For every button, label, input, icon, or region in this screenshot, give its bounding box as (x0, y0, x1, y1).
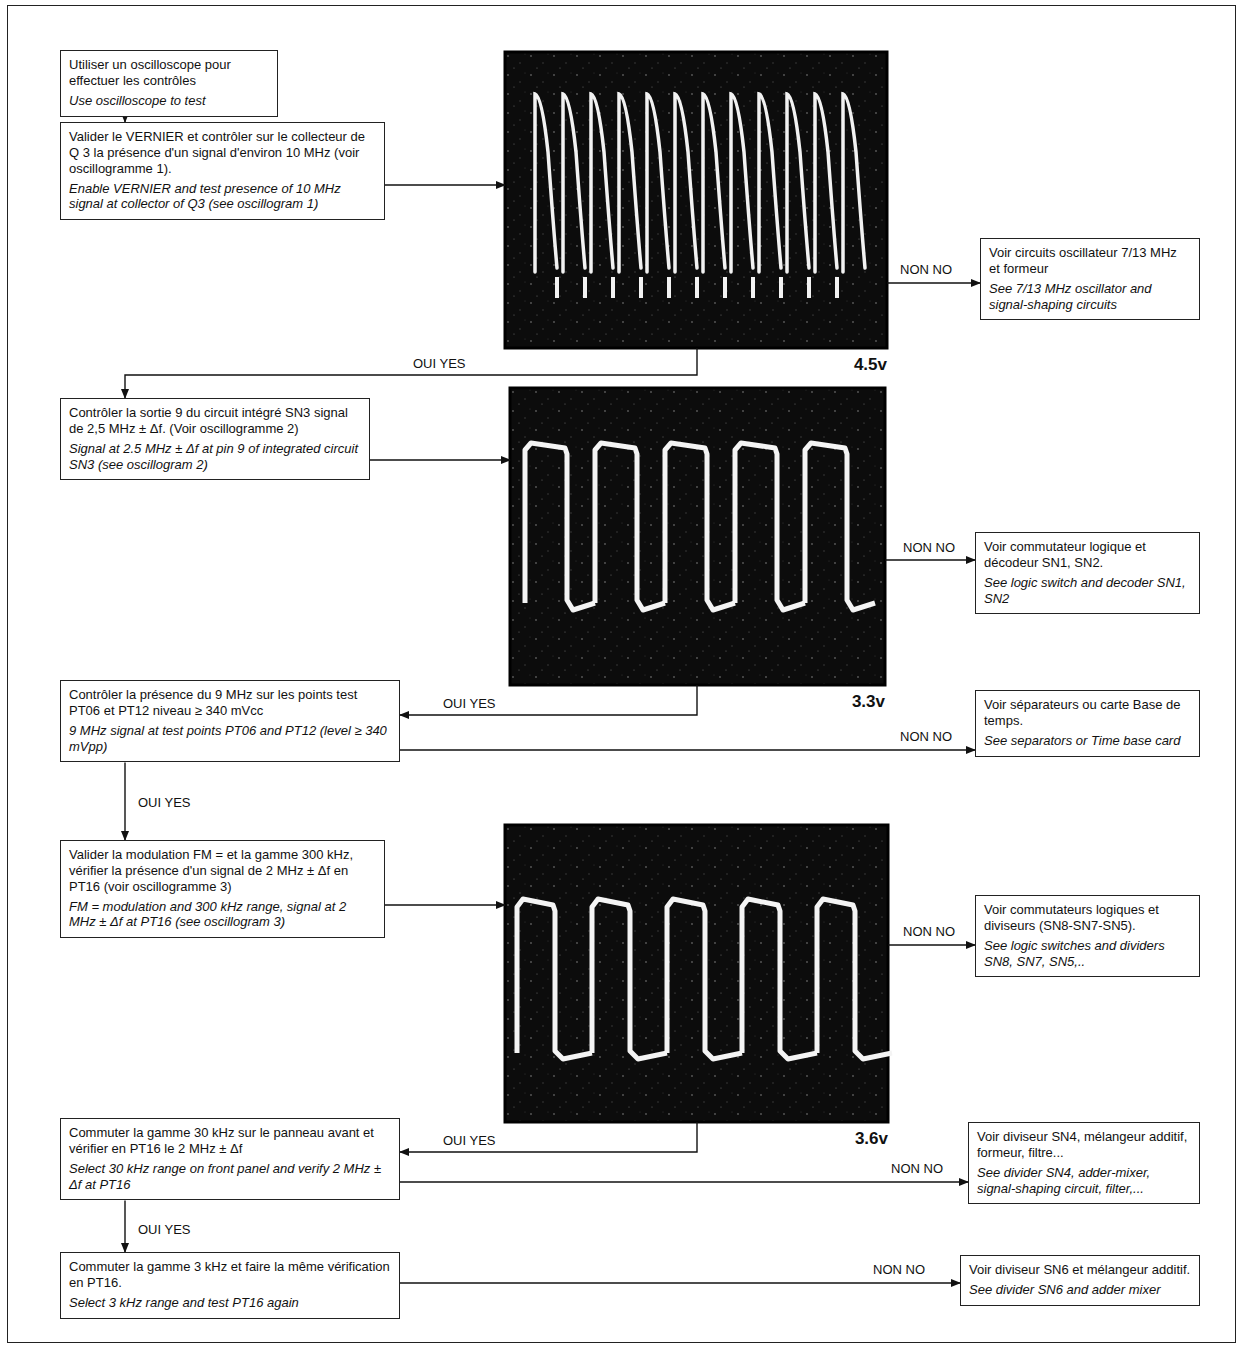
flow-arrow (400, 1282, 960, 1283)
branch-label: OUI YES (440, 696, 499, 712)
process-box: Valider le VERNIER et contrôler sur le c… (60, 122, 385, 220)
english-text: Signal at 2.5 MHz ± Δf at pin 9 of integ… (69, 441, 361, 473)
english-text: 9 MHz signal at test points PT06 and PT1… (69, 723, 391, 755)
french-text: Commuter la gamme 3 kHz et faire la même… (69, 1259, 391, 1291)
english-text: See separators or Time base card (984, 733, 1191, 749)
branch-label: OUI YES (135, 795, 194, 811)
process-box: Voir circuits oscillateur 7/13 MHz et fo… (980, 238, 1200, 320)
flow-arrow (400, 749, 975, 750)
french-text: Voir commutateur logique et décodeur SN1… (984, 539, 1191, 571)
french-text: Contrôler la présence du 9 MHz sur les p… (69, 687, 391, 719)
french-text: Commuter la gamme 30 kHz sur le panneau … (69, 1125, 391, 1157)
french-text: Voir diviseur SN6 et mélangeur additif. (969, 1262, 1191, 1278)
flow-arrow (400, 1181, 968, 1182)
voltage-label: 3.3v (852, 693, 885, 712)
flow-arrow (385, 904, 505, 905)
oscillogram: 4.5v (505, 52, 887, 348)
process-box: Voir commutateur logique et décodeur SN1… (975, 532, 1200, 614)
french-text: Voir commutateurs logiques et diviseurs … (984, 902, 1191, 934)
process-box: Commuter la gamme 3 kHz et faire la même… (60, 1252, 400, 1319)
french-text: Utiliser un oscilloscope pour effectuer … (69, 57, 269, 89)
flow-arrow (385, 184, 505, 185)
branch-label: NON NO (900, 924, 958, 940)
branch-label: NON NO (900, 540, 958, 556)
english-text: Select 30 kHz range on front panel and v… (69, 1161, 391, 1193)
english-text: Enable VERNIER and test presence of 10 M… (69, 181, 376, 213)
branch-label: NON NO (870, 1262, 928, 1278)
flow-arrow (885, 559, 975, 560)
process-box: Voir diviseur SN6 et mélangeur additif. S… (960, 1255, 1200, 1306)
oscillogram: 3.3v (510, 388, 885, 685)
flow-arrow (887, 282, 980, 283)
process-box: Contrôler la sortie 9 du circuit intégré… (60, 398, 370, 480)
french-text: Voir séparateurs ou carte Base de temps. (984, 697, 1191, 729)
voltage-label: 3.6v (855, 1130, 888, 1149)
english-text: See divider SN6 and adder mixer (969, 1282, 1191, 1298)
flow-arrow (124, 1200, 125, 1252)
process-box: Utiliser un oscilloscope pour effectuer … (60, 50, 278, 117)
english-text: FM = modulation and 300 kHz range, signa… (69, 899, 376, 931)
process-box: Voir commutateurs logiques et diviseurs … (975, 895, 1200, 977)
french-text: Voir circuits oscillateur 7/13 MHz et fo… (989, 245, 1191, 277)
branch-label: NON NO (897, 729, 955, 745)
process-box: Valider la modulation FM = et la gamme 3… (60, 840, 385, 938)
english-text: See logic switch and decoder SN1, SN2 (984, 575, 1191, 607)
english-text: See logic switches and dividers SN8, SN7… (984, 938, 1191, 970)
oscillogram: 3.6v (505, 825, 888, 1122)
french-text: Contrôler la sortie 9 du circuit intégré… (69, 405, 361, 437)
flow-arrow (370, 459, 510, 460)
flow-arrow (888, 944, 975, 945)
flow-arrow (124, 762, 125, 840)
english-text: Use oscilloscope to test (69, 93, 269, 109)
french-text: Valider le VERNIER et contrôler sur le c… (69, 129, 376, 177)
voltage-label: 4.5v (854, 356, 887, 375)
flow-arrow (400, 685, 697, 715)
process-box: Voir diviseur SN4, mélangeur additif, fo… (968, 1122, 1200, 1204)
french-text: Voir diviseur SN4, mélangeur additif, fo… (977, 1129, 1191, 1161)
branch-label: OUI YES (440, 1133, 499, 1149)
process-box: Voir séparateurs ou carte Base de temps.… (975, 690, 1200, 757)
process-box: Commuter la gamme 30 kHz sur le panneau … (60, 1118, 400, 1200)
branch-label: NON NO (888, 1161, 946, 1177)
english-text: Select 3 kHz range and test PT16 again (69, 1295, 391, 1311)
branch-label: OUI YES (410, 356, 469, 372)
branch-label: NON NO (897, 262, 955, 278)
flow-arrow (400, 1122, 697, 1152)
branch-label: OUI YES (135, 1222, 194, 1238)
flow-arrow (125, 348, 697, 398)
french-text: Valider la modulation FM = et la gamme 3… (69, 847, 376, 895)
english-text: See 7/13 MHz oscillator and signal-shapi… (989, 281, 1191, 313)
english-text: See divider SN4, adder-mixer, signal-sha… (977, 1165, 1191, 1197)
process-box: Contrôler la présence du 9 MHz sur les p… (60, 680, 400, 762)
